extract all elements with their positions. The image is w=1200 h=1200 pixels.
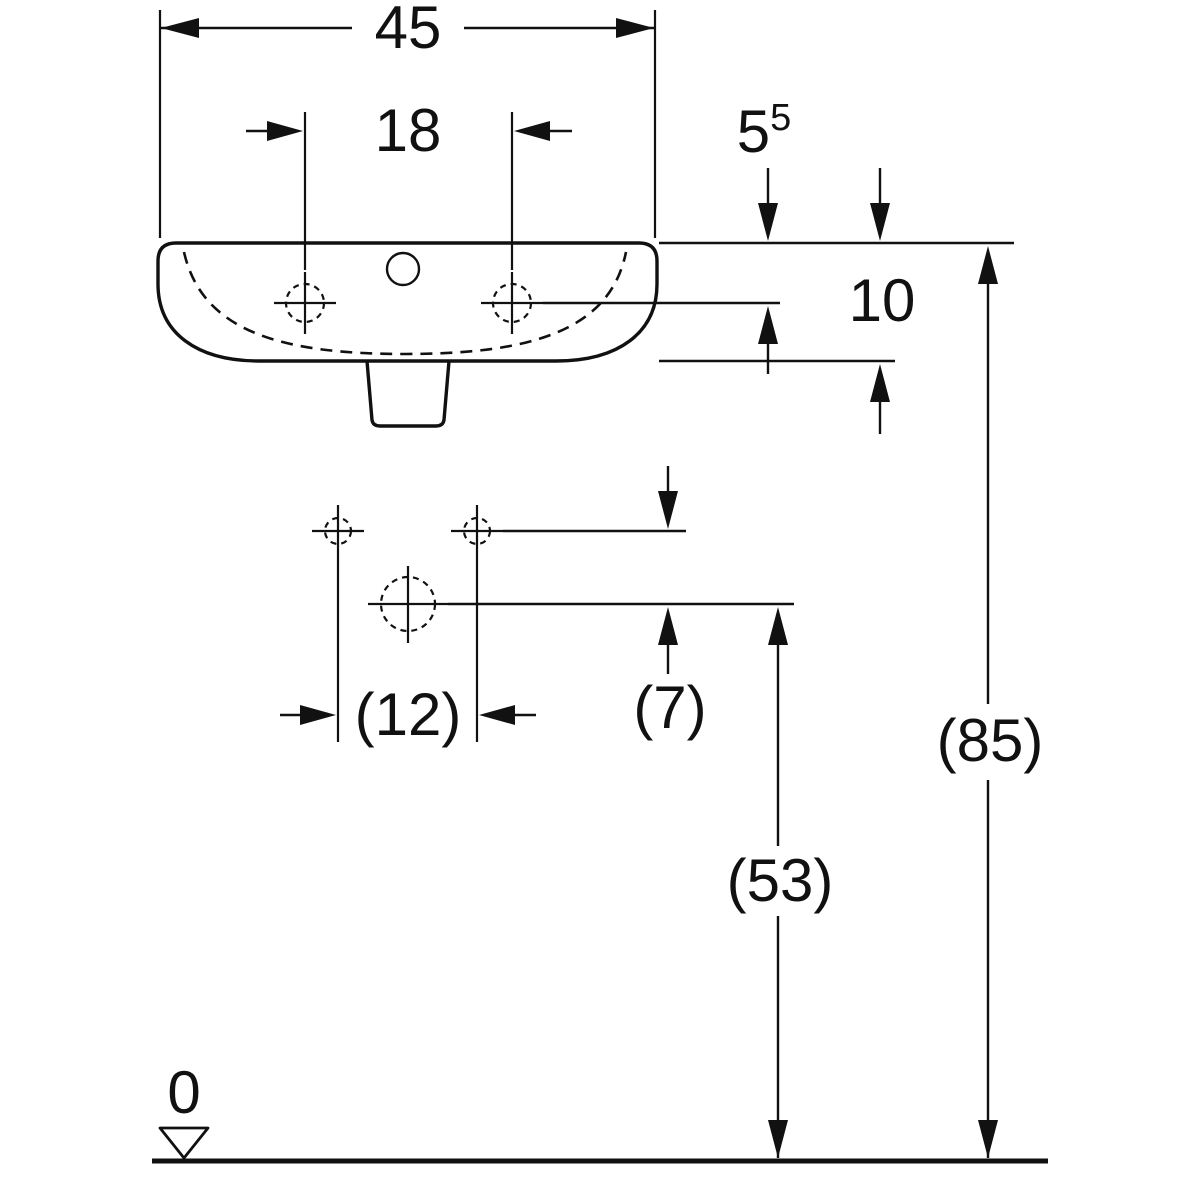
dim-label-overall-height: (85)	[937, 707, 1044, 774]
dim-label-rim-height: 10	[849, 267, 916, 334]
arrowhead-up-icon	[978, 246, 998, 284]
overflow-hole	[385, 251, 421, 287]
arrowhead-up-icon	[758, 306, 778, 344]
floor-datum: 0	[152, 1059, 1048, 1164]
arrowhead-down-icon	[978, 1120, 998, 1158]
dim-overall-width: 45	[158, 0, 657, 238]
washbasin-front-view	[156, 241, 659, 428]
arrowhead-left-icon	[479, 705, 515, 725]
dim-fixing-to-outlet: (7)	[633, 466, 707, 741]
dim-rim-height: 10	[849, 168, 916, 434]
arrowhead-up-icon	[658, 607, 678, 645]
dim-tap-hole-depth: 55	[737, 97, 792, 374]
arrowhead-left-icon	[514, 121, 550, 141]
dim-label-fixing-to-outlet: (7)	[633, 674, 706, 741]
arrowhead-down-icon	[768, 1120, 788, 1158]
dim-label-outlet-height: (53)	[727, 847, 834, 914]
arrowhead-up-icon	[768, 607, 788, 645]
arrowhead-down-icon	[658, 491, 678, 529]
arrowhead-down-icon	[758, 203, 778, 241]
tap-hole-left	[274, 272, 336, 334]
basin-bowl-dashed-line	[182, 251, 628, 356]
arrowhead-right-icon	[300, 705, 336, 725]
drain-outlet-body	[365, 360, 451, 428]
dim-label-tap-hole-depth: 55	[737, 97, 792, 165]
arrowhead-down-icon	[870, 203, 890, 241]
tap-hole-right	[481, 272, 543, 334]
dim-label-tap-hole-spacing: 18	[375, 97, 442, 164]
datum-triangle-icon	[158, 1126, 210, 1160]
arrowhead-up-icon	[870, 364, 890, 402]
dim-outlet-height: (53)	[727, 607, 834, 1158]
basin-outline	[156, 241, 659, 363]
arrowhead-right-icon	[267, 121, 303, 141]
fixing-hole-left	[312, 505, 364, 558]
dim-label-fixing-hole-spacing: (12)	[355, 681, 462, 748]
dim-label-overall-width: 45	[375, 0, 442, 61]
fixing-hole-right	[451, 505, 503, 558]
dim-fixing-hole-spacing: (12)	[280, 558, 536, 748]
dim-tap-hole-spacing: 18	[246, 97, 572, 270]
datum-level-label: 0	[167, 1059, 200, 1126]
arrowhead-right-icon	[616, 18, 654, 38]
arrowhead-left-icon	[161, 18, 199, 38]
dim-overall-height: (85)	[937, 246, 1044, 1158]
outlet-hole	[368, 566, 448, 643]
